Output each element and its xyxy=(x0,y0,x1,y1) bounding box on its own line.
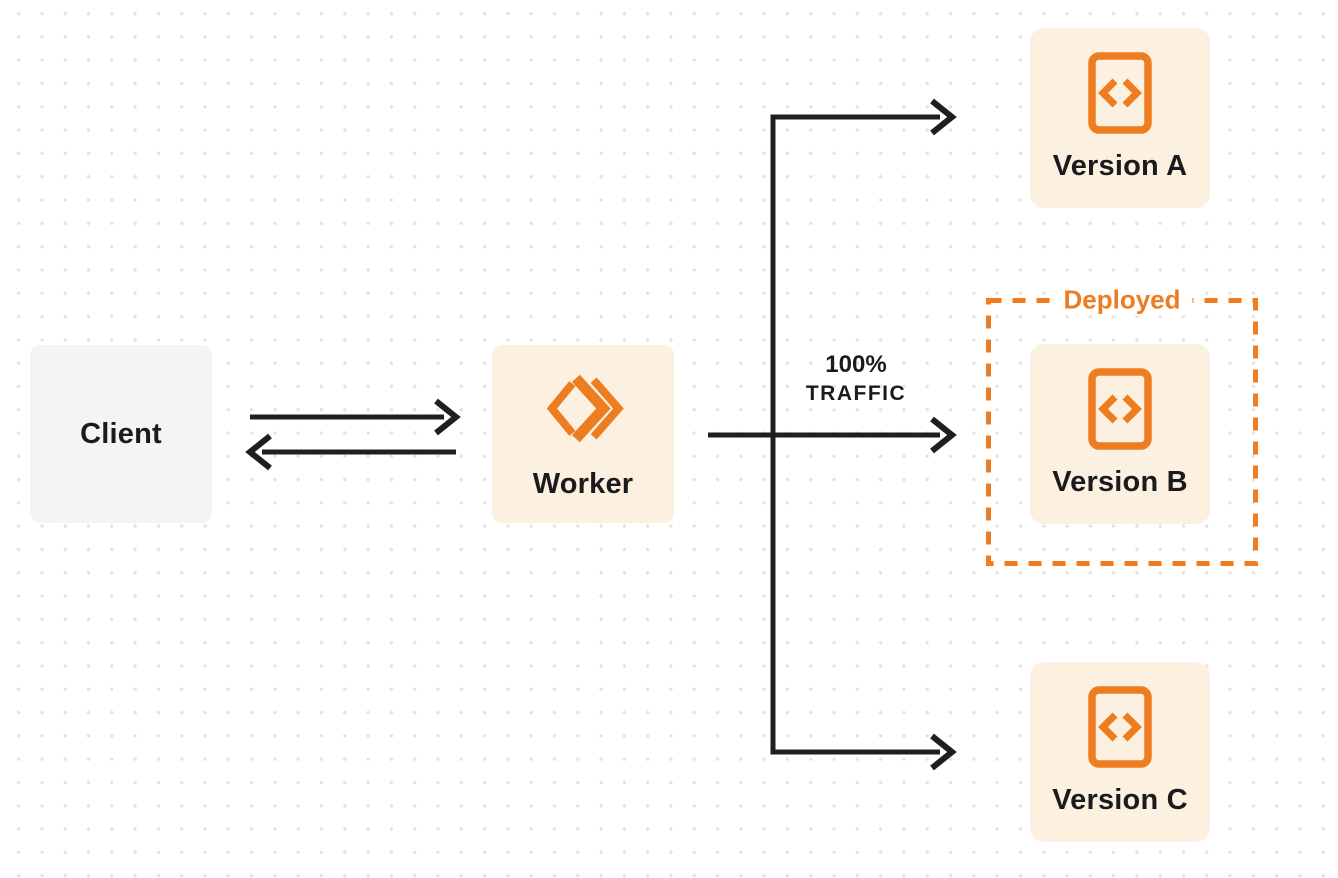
version-b-label: Version B xyxy=(1052,466,1188,498)
code-file-icon xyxy=(1088,368,1152,450)
worker-label: Worker xyxy=(532,468,634,500)
client-label: Client xyxy=(80,417,162,450)
version-a-label: Version A xyxy=(1052,150,1188,182)
deployed-label: Deployed xyxy=(1051,284,1193,316)
connector-worker-to-versions xyxy=(708,98,957,771)
traffic-percent: 100% xyxy=(825,351,887,378)
traffic-word: TRAFFIC xyxy=(805,382,907,405)
version-b-node: Version B xyxy=(1030,344,1210,524)
traffic-label: 100% TRAFFIC xyxy=(806,351,906,409)
code-file-icon xyxy=(1088,686,1152,768)
arrowhead-version-c-icon xyxy=(930,733,957,771)
version-a-node: Version A xyxy=(1030,28,1210,208)
cloudflare-workers-icon xyxy=(546,374,624,443)
version-c-node: Version C xyxy=(1030,662,1210,842)
arrow-worker-to-client xyxy=(245,433,456,471)
code-file-icon xyxy=(1088,52,1152,134)
version-c-label: Version C xyxy=(1052,784,1188,816)
client-node: Client xyxy=(30,345,212,523)
arrowhead-right-icon xyxy=(434,398,461,436)
worker-node: Worker xyxy=(492,345,674,523)
arrowhead-version-b-icon xyxy=(930,416,957,454)
arrowhead-version-a-icon xyxy=(930,98,957,136)
arrowhead-left-icon xyxy=(245,433,272,471)
arrow-client-to-worker xyxy=(250,398,461,436)
